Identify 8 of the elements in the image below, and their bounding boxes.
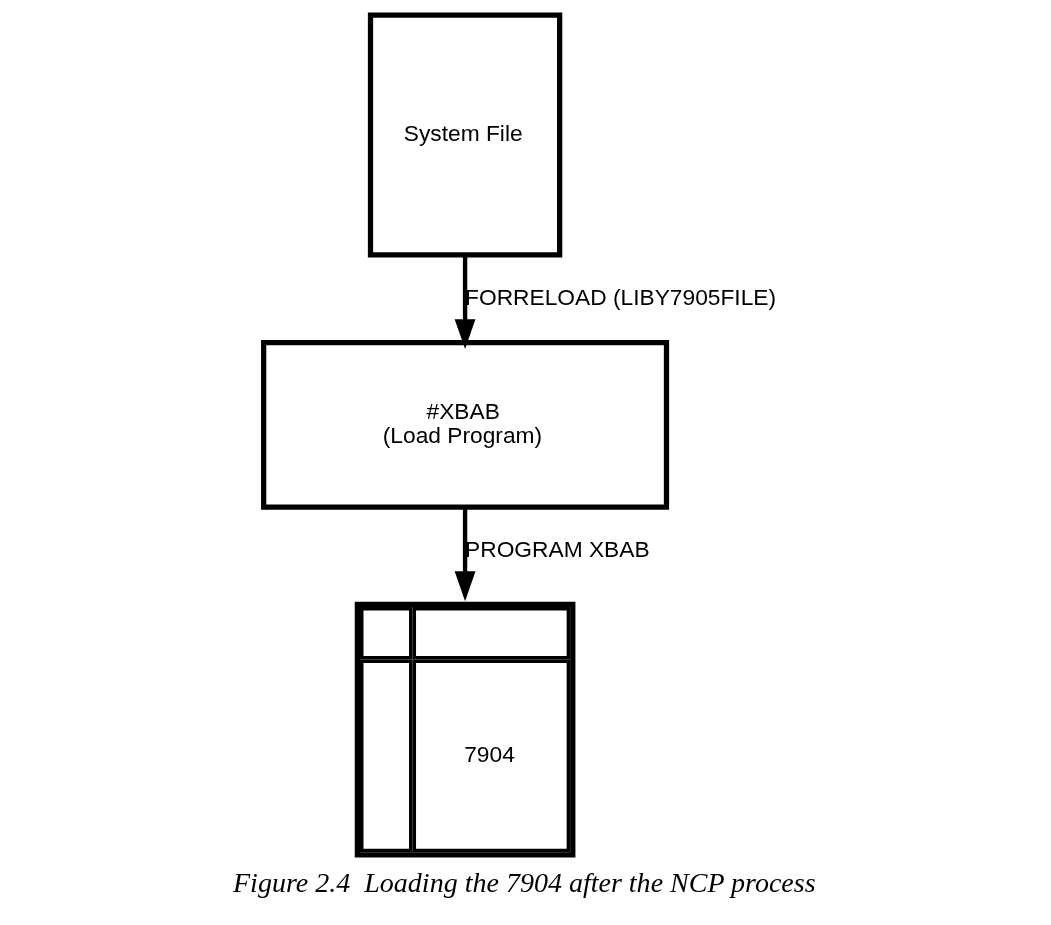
node-box: System File — [367, 12, 563, 258]
arrow — [454, 255, 476, 350]
node-box: 7904 — [354, 601, 576, 858]
caption: Figure 2.4 Loading the 7904 after the NCP process — [233, 867, 816, 899]
edge-label: PROGRAM XBAB — [465, 535, 650, 562]
edge-label: FORRELOAD (LIBY7905FILE) — [465, 283, 777, 310]
node-box: #XBAB (Load Program) — [261, 339, 670, 510]
arrow — [454, 507, 476, 602]
